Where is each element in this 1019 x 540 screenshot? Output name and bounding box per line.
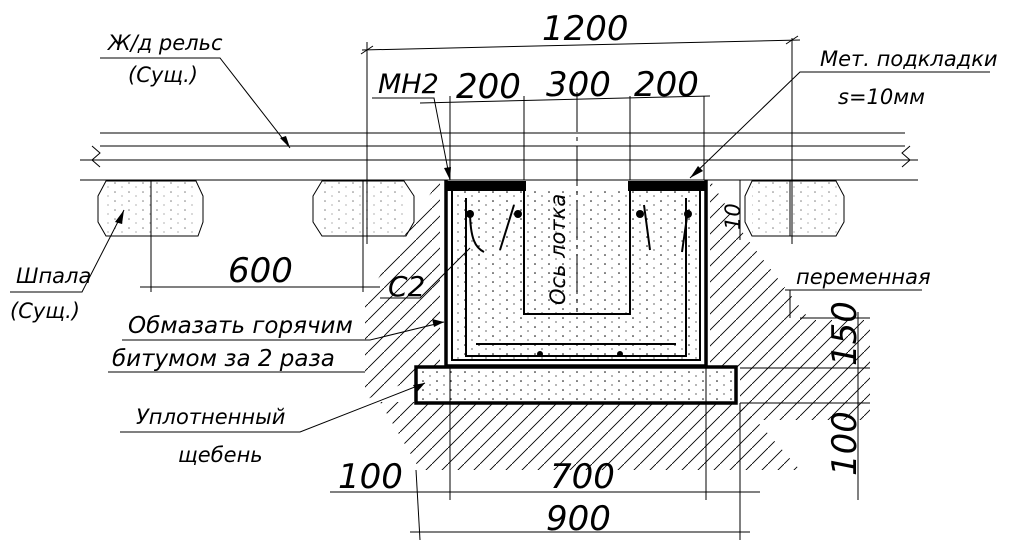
sleeper-leader — [10, 209, 125, 293]
variable-label: переменная — [796, 265, 931, 289]
mh2-label: МН2 — [378, 69, 439, 100]
rail-label: Ж/д рельс — [106, 31, 223, 55]
dim-width-900: 900 — [546, 499, 611, 539]
bitumen-label-1: Обмазать горячим — [128, 313, 353, 339]
tray-waterproof — [451, 186, 701, 361]
dimension-lines — [140, 35, 870, 540]
rail-break-left — [91, 145, 101, 168]
gravel-leader — [120, 382, 426, 433]
plates-label: Мет. подкладки — [820, 47, 998, 71]
soil-hatching — [365, 178, 870, 470]
gravel-base — [414, 365, 738, 405]
dim-seg-right: 200 — [634, 65, 699, 105]
sleepers — [97, 180, 845, 237]
plates-leader — [689, 71, 990, 179]
rail — [80, 132, 918, 181]
rail-leader — [100, 57, 291, 149]
gravel-label-2: щебень — [178, 443, 263, 467]
dim-gap-10: 10 — [721, 203, 745, 230]
sleeper-sub-label: (Сущ.) — [10, 299, 80, 323]
leader-lines — [10, 57, 990, 433]
tray-outer — [444, 180, 708, 368]
dim-h-150: 150 — [825, 301, 865, 366]
dim-base-offset: 100 — [338, 457, 403, 497]
rail-break-right — [901, 145, 911, 168]
gravel-label-1: Уплотненный — [136, 405, 285, 429]
dim-h-100: 100 — [825, 411, 865, 476]
axis-label: Ось лотка — [546, 194, 570, 305]
text-labels: Ж/д рельс (Сущ.) Шпала (Сущ.) МН2 Мет. п… — [10, 9, 998, 539]
tray — [444, 180, 708, 368]
plates-sub-label: s=10мм — [838, 85, 925, 109]
bitumen-leader — [122, 321, 445, 341]
dim-seg-mid: 300 — [546, 65, 611, 105]
c2-leader — [380, 247, 471, 299]
bitumen-label-2: битумом за 2 раза — [112, 346, 335, 372]
rail-sub-label: (Сущ.) — [128, 63, 198, 87]
mh2-leader — [372, 97, 451, 181]
c2-label: С2 — [388, 270, 425, 303]
tray-channel — [523, 190, 631, 315]
dim-sleeper-spacing: 600 — [228, 251, 293, 291]
dim-seg-left: 200 — [456, 67, 521, 107]
metal-plate-right — [628, 181, 706, 191]
sleeper-label: Шпала — [16, 264, 91, 288]
dim-width-700: 700 — [550, 457, 615, 497]
metal-plate-left — [446, 181, 526, 191]
dim-total-top: 1200 — [542, 9, 629, 49]
rebar-outer — [465, 198, 687, 357]
